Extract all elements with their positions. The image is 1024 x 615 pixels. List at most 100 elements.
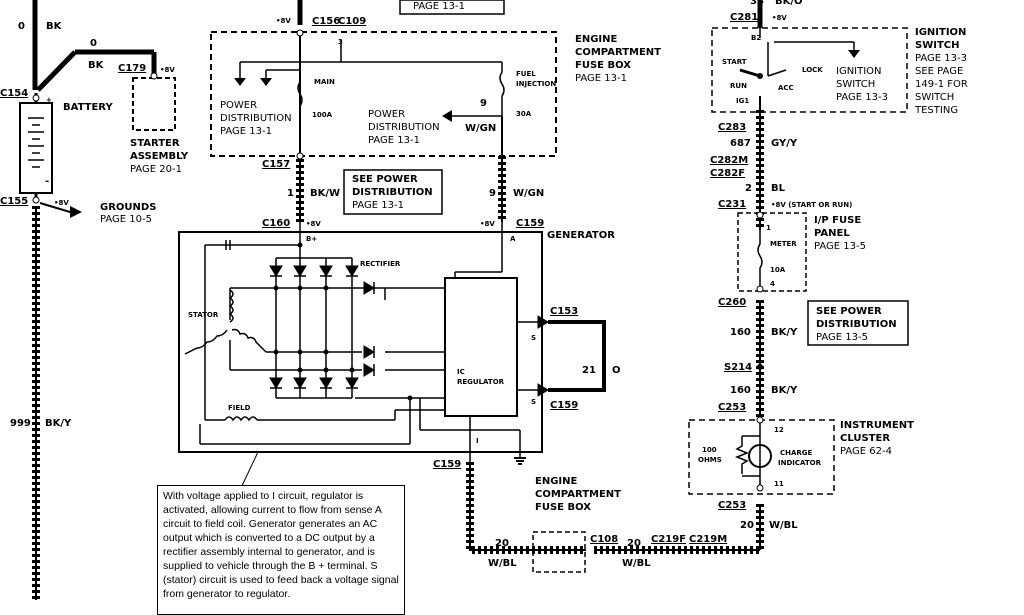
b2-label: B2 (751, 34, 761, 42)
wire-0-num: 0 (18, 21, 25, 32)
ig1-label: IG1 (736, 97, 749, 105)
connector-c159-top: C159 (516, 218, 544, 229)
pin-1: 1 (766, 224, 771, 232)
see-power-dist-2b: DISTRIBUTION (816, 319, 897, 330)
wire-1-color: BK/W (310, 188, 340, 199)
pin-s-1: S (531, 334, 536, 342)
connector-c253-bot: C253 (718, 500, 746, 511)
power-dist-mid-2: DISTRIBUTION (368, 122, 440, 133)
fuel-fuse-amp: 30A (516, 110, 532, 118)
splice-s214: S214 (724, 362, 752, 373)
wire-20b-color: W/BL (622, 558, 651, 569)
engine-fuse-box-title-3: FUSE BOX (575, 60, 631, 71)
page-13-1-top: PAGE 13-1 (413, 1, 465, 12)
wire-20c-color: W/BL (769, 520, 798, 531)
wire-2-num: 2 (745, 183, 752, 194)
pin-s-2: S (531, 398, 536, 406)
fuel-injection-label-2: INJECTION (516, 80, 556, 88)
grounds-label: GROUNDS (100, 202, 156, 213)
engine-fuse-box-bot: ENGINE (535, 476, 577, 487)
fuse-box-bottom (532, 531, 586, 573)
b-plus-label: B+ (306, 235, 317, 243)
rectifier-diodes (269, 242, 549, 401)
field-label: FIELD (228, 404, 251, 412)
wire-999-num: 999 (10, 418, 31, 429)
wire-1-num: 1 (287, 188, 294, 199)
wire-20a-num: 20 (495, 538, 509, 549)
stator-label: STATOR (188, 311, 219, 319)
power-dist-left: POWER (220, 100, 257, 111)
connector-c159-bot: C159 (433, 459, 461, 470)
connector-c159-mid: C159 (550, 400, 578, 411)
see-power-dist-2: DISTRIBUTION (352, 187, 433, 198)
starter-page: PAGE 20-1 (130, 164, 182, 175)
rectifier-label: RECTIFIER (360, 260, 401, 268)
ignition-see-page-4: TESTING (914, 105, 958, 116)
engine-fuse-box-bot-3: FUSE BOX (535, 502, 591, 513)
wire-160a-color: BK/Y (771, 327, 798, 338)
power-dist-left-2: DISTRIBUTION (220, 113, 292, 124)
starter-label: STARTER (130, 138, 180, 149)
ip-fuse-title: I/P FUSE (814, 215, 861, 226)
ignition-switch-title-2: SWITCH (915, 40, 959, 51)
acc-label: ACC (778, 84, 794, 92)
start-or-run: •8V (START OR RUN) (771, 201, 852, 209)
pin-12: 12 (774, 426, 784, 434)
see-power-dist-box-2 (807, 300, 909, 346)
pin-11: 11 (774, 480, 784, 488)
wire-160b-color: BK/Y (771, 385, 798, 396)
wire-38-num: 38 (750, 0, 764, 7)
connector-c108: C108 (590, 534, 618, 545)
starter-box (132, 77, 176, 131)
start-label: START (722, 58, 747, 66)
pin-i: I (476, 437, 479, 445)
connector-c231: C231 (718, 199, 746, 210)
meter-label: METER (770, 240, 797, 248)
ignition-see-page: SEE PAGE (915, 66, 963, 77)
ic-regulator-box (444, 277, 518, 417)
wire-160a-num: 160 (730, 327, 751, 338)
wire-160b-num: 160 (730, 385, 751, 396)
battery-circuit (19, 0, 176, 600)
see-power-dist: SEE POWER (352, 174, 418, 185)
connector-c154: C154 (0, 88, 28, 99)
ic-regulator-label-2: REGULATOR (457, 378, 505, 386)
power-dist-mid: POWER (368, 109, 405, 120)
charge-indicator: CHARGE (780, 449, 813, 457)
main-fuse-amp: 100A (312, 111, 333, 119)
instrument-cluster-title: INSTRUMENT (840, 420, 914, 431)
engine-fuse-box-title-2: COMPARTMENT (575, 47, 661, 58)
ohms-label: OHMS (698, 456, 722, 464)
see-power-dist-2-page: PAGE 13-5 (816, 332, 868, 343)
engine-fuse-box-top (210, 0, 557, 157)
ignition-inner-page: PAGE 13-3 (836, 92, 888, 103)
ignition-see-page-2: 149-1 FOR (915, 79, 968, 90)
connector-c155: C155 (0, 196, 28, 207)
power-dist-left-page: PAGE 13-1 (220, 126, 272, 137)
connector-c160: C160 (262, 218, 290, 229)
wire-21-color: O (612, 365, 621, 376)
connector-c283: C283 (718, 122, 746, 133)
connector-c153: C153 (550, 306, 578, 317)
wire-0b-num: 0 (90, 38, 97, 49)
ev-label: •8V (772, 14, 787, 22)
battery-label: BATTERY (63, 102, 113, 113)
ohms-value: 100 (702, 446, 717, 454)
wire-0b-color: BK (88, 60, 105, 71)
instrument-cluster-title-2: CLUSTER (840, 433, 890, 444)
ignition-switch-page: PAGE 13-3 (915, 53, 967, 64)
wire-687-color: GY/Y (771, 138, 798, 149)
see-power-dist-page: PAGE 13-1 (352, 200, 404, 211)
lock-label: LOCK (802, 66, 823, 74)
see-power-dist-box (343, 169, 443, 215)
connector-c253-top: C253 (718, 402, 746, 413)
ignition-circuit (688, 0, 909, 495)
engine-fuse-box-title: ENGINE (575, 34, 617, 45)
connector-c282f: C282F (710, 168, 745, 179)
generator-note-text: With voltage applied to I circuit, regul… (163, 490, 399, 600)
wire-687-num: 687 (730, 138, 751, 149)
wire-0-color: BK (46, 21, 63, 32)
fuel-injection-label: FUEL (516, 70, 536, 78)
wire-9-color: W/GN (465, 123, 496, 134)
generator-box (178, 222, 606, 491)
